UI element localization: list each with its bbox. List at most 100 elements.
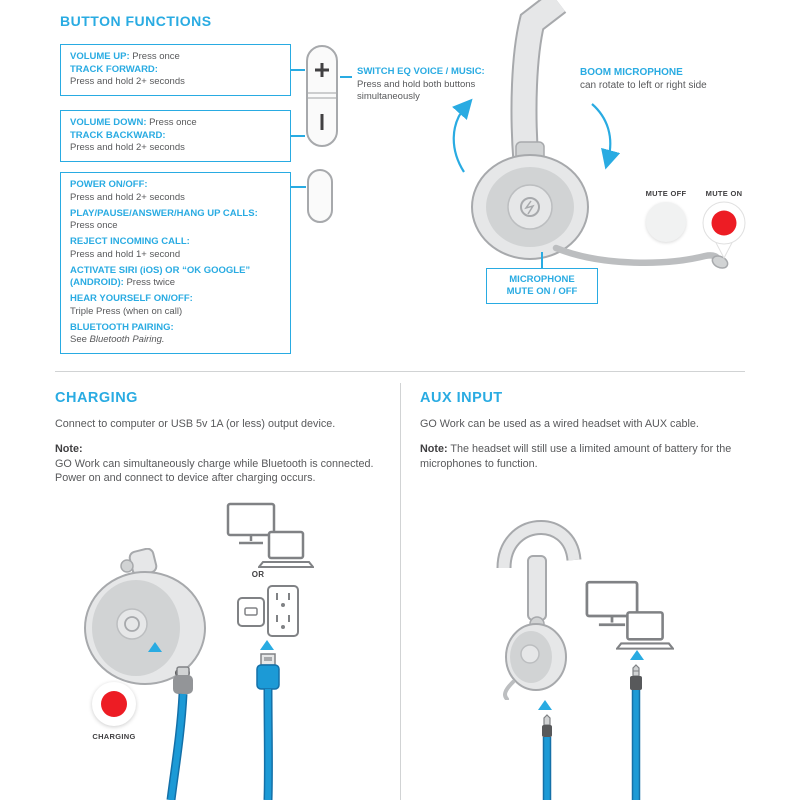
note-line1: GO Work can simultaneously charge while … — [55, 457, 374, 470]
mute-off-indicator — [646, 202, 686, 242]
rotation-arrow-left-icon — [452, 98, 473, 173]
laptop-icon — [258, 530, 314, 568]
slider — [527, 555, 547, 621]
item-label: REJECT INCOMING CALL: — [70, 236, 190, 247]
aux-intro: GO Work can be used as a wired headset w… — [420, 418, 699, 430]
up-arrow-icon — [260, 640, 274, 650]
switch-eq-label: SWITCH EQ VOICE / MUSIC: — [357, 66, 485, 77]
plug-barrel — [542, 725, 552, 737]
plug-tip — [543, 714, 551, 726]
charging-title: CHARGING — [55, 390, 138, 406]
usb-adapter-icon — [237, 597, 265, 627]
switch-eq-callout: SWITCH EQ VOICE / MUSIC: Press and hold … — [357, 66, 517, 104]
charging-indicator — [92, 682, 136, 726]
charging-indicator-label: CHARGING — [92, 732, 136, 741]
volume-up-callout-box: VOLUME UP: Press once TRACK FORWARD: Pre… — [60, 44, 291, 96]
plus-icon — [315, 63, 329, 77]
item-text: Press and hold 1+ second — [70, 248, 181, 260]
laptop-icon — [616, 611, 674, 650]
track-forward-text: Press and hold 2+ seconds — [70, 76, 185, 87]
item-label: ACTIVATE SIRI (iOS) OR “OK GOOGLE” (ANDR… — [70, 264, 251, 289]
callout-item: BLUETOOTH PAIRING: See Bluetooth Pairing… — [70, 322, 281, 347]
volume-up-label: VOLUME UP: — [70, 51, 130, 62]
volume-rocker-illustration — [306, 45, 338, 147]
callout-item: REJECT INCOMING CALL: Press and hold 1+ … — [70, 236, 281, 261]
item-text-prefix: See — [70, 334, 90, 345]
rotation-arrow-right-icon — [591, 103, 621, 170]
callout-line: VOLUME UP: Press once — [70, 51, 281, 64]
volume-down-callout-box: VOLUME DOWN: Press once TRACK BACKWARD: … — [60, 110, 291, 162]
charging-note: Note: GO Work can simultaneously charge … — [55, 442, 400, 486]
mute-on-label: MUTE ON — [705, 189, 743, 198]
logo — [124, 616, 140, 632]
logo — [520, 644, 540, 664]
item-text: Triple Press (when on call) — [70, 305, 183, 317]
connector-line — [291, 69, 305, 71]
power-callout-box: POWER ON/OFF: Press and hold 2+ seconds … — [60, 172, 291, 354]
mute-off-label: MUTE OFF — [645, 189, 687, 198]
aux-jack-illustration — [630, 664, 642, 800]
micro-usb-body — [173, 675, 193, 694]
item-text-italic: Bluetooth Pairing. — [89, 334, 165, 345]
note-label: Note: — [420, 443, 448, 455]
callout-item: ACTIVATE SIRI (iOS) OR “OK GOOGLE” (ANDR… — [70, 265, 281, 290]
mic-tip — [711, 255, 729, 269]
aux-plug-illustration — [542, 714, 552, 800]
item-text: Press and hold 2+ seconds — [70, 191, 185, 203]
volume-up-text: Press once — [132, 51, 180, 62]
track-backward-label: TRACK BACKWARD: — [70, 129, 166, 141]
callout-item: PLAY/PAUSE/ANSWER/HANG UP CALLS: Press o… — [70, 208, 281, 233]
boom-mic — [552, 244, 723, 266]
mic-mute-line1: MICROPHONE — [509, 274, 575, 285]
earcup-illustration — [84, 548, 206, 685]
callout-line: VOLUME DOWN: Press once — [70, 117, 281, 130]
boom-mic — [503, 680, 515, 700]
usb-plug-illustration — [256, 653, 280, 800]
mute-on-red-dot — [711, 210, 737, 236]
up-arrow-icon — [148, 642, 162, 652]
item-label: HEAR YOURSELF ON/OFF: — [70, 293, 193, 304]
mic-mute-line2: MUTE ON / OFF — [506, 286, 578, 297]
connector-line — [291, 186, 306, 188]
aux-input-title: AUX INPUT — [420, 390, 503, 406]
item-label: BLUETOOTH PAIRING: — [70, 321, 174, 333]
boom-mic-text: can rotate to left or right side — [580, 80, 707, 91]
microphone-mute-callout-box: MICROPHONE MUTE ON / OFF — [486, 268, 598, 304]
item-text: Press once — [70, 220, 118, 231]
charging-intro: Connect to computer or USB 5v 1A (or les… — [55, 418, 336, 430]
aux-note: Note: The headset will still use a limit… — [420, 442, 760, 471]
outlet-icon — [237, 585, 299, 637]
button-functions-title: BUTTON FUNCTIONS — [60, 13, 212, 29]
track-backward-text: Press and hold 2+ seconds — [70, 142, 185, 153]
item-label: PLAY/PAUSE/ANSWER/HANG UP CALLS: — [70, 207, 258, 219]
connector-line — [541, 252, 543, 268]
up-arrow-icon — [538, 700, 552, 710]
micro-usb-tip — [176, 666, 190, 677]
item-text: Press twice — [126, 277, 176, 288]
charging-red-dot — [101, 691, 127, 717]
note-text: The headset will still use a limited amo… — [420, 443, 732, 470]
outlet-plate — [267, 585, 299, 637]
monitor-icon — [585, 580, 639, 627]
boom-mic-callout: BOOM MICROPHONE can rotate to left or ri… — [580, 66, 755, 92]
up-arrow-icon — [630, 650, 644, 660]
note-line2: Power on and connect to device after cha… — [55, 472, 316, 484]
volume-down-label: VOLUME DOWN: — [70, 117, 147, 128]
headset-side-illustration — [496, 519, 582, 700]
usb-body — [256, 664, 280, 690]
volume-down-text: Press once — [149, 117, 197, 128]
micro-usb-cable-illustration — [166, 666, 193, 800]
power-button-illustration — [307, 169, 333, 223]
track-forward-label: TRACK FORWARD: — [70, 63, 158, 75]
or-label: OR — [251, 570, 265, 579]
switch-eq-text: Press and hold both buttons simultaneous… — [357, 78, 476, 103]
mute-on-indicator — [702, 201, 746, 259]
plug-barrel — [630, 676, 642, 690]
callout-item: HEAR YOURSELF ON/OFF: Triple Press (when… — [70, 293, 281, 318]
monitor-icon — [226, 502, 276, 545]
vertical-divider — [400, 383, 401, 800]
rocker-body — [306, 45, 338, 147]
headset-illustration — [452, 0, 729, 269]
callout-item: POWER ON/OFF: Press and hold 2+ seconds — [70, 179, 281, 204]
